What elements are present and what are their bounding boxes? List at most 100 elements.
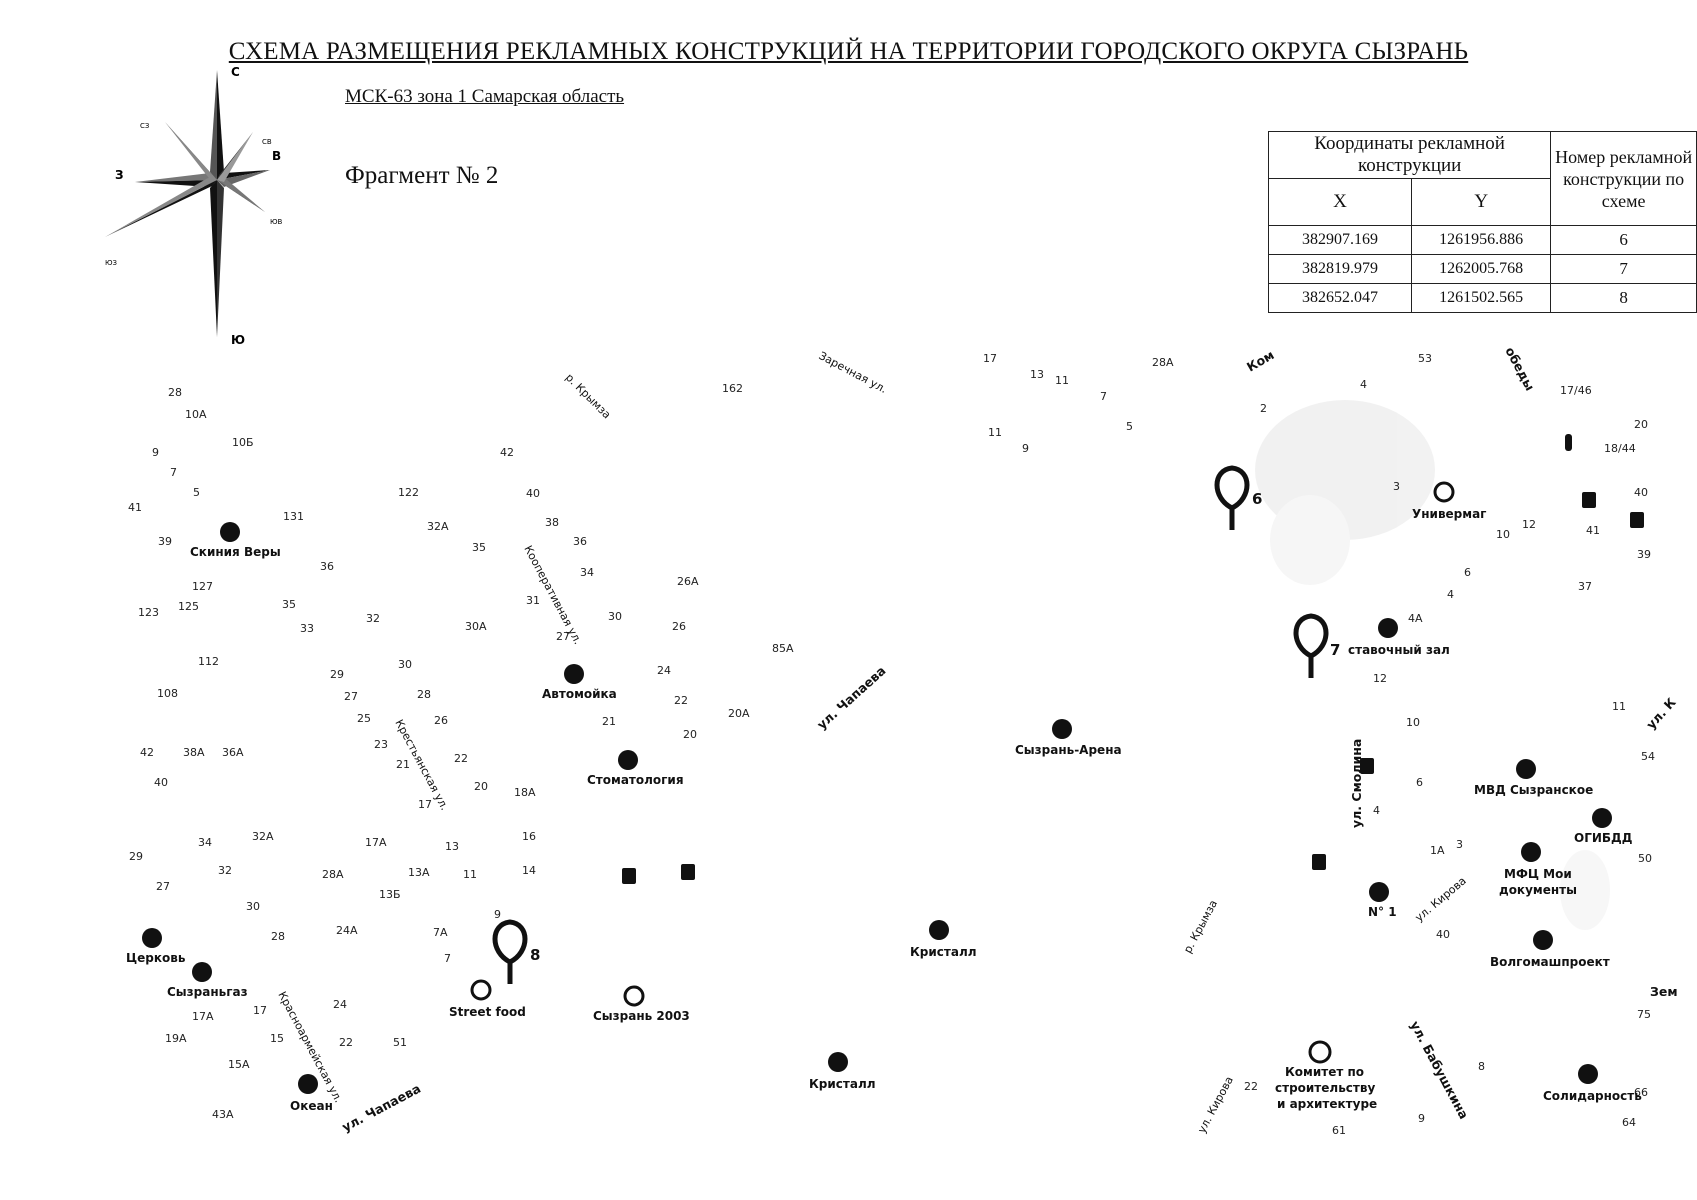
compass-rose-icon: С Ю З В СЗ СВ ЮВ ЮЗ [105,65,283,347]
house-number: 8 [1478,1060,1485,1073]
map-shading [1255,400,1610,930]
compass-se: ЮВ [270,218,283,226]
table-cell-number: 8 [1550,283,1697,313]
ad-marker-7[interactable]: 7 [1293,613,1340,678]
house-number: 127 [192,580,213,593]
house-number: 38 [545,516,559,529]
house-number: 30 [246,900,260,913]
house-number: 6 [1464,566,1471,579]
compass-n: С [231,65,240,79]
police-icon [1516,759,1536,779]
house-number: 13А [408,866,430,879]
street-krymza: р. Крымза [563,371,613,421]
poi-street-food: Street food [449,1005,526,1019]
street-kirova: ул. Кирова [1413,874,1469,924]
house-number: 26 [434,714,448,727]
ad-marker-label: 8 [530,946,540,964]
house-number: 22 [674,694,688,707]
house-number: 30А [465,620,487,633]
bus-stop-icon [622,868,636,884]
house-number: 5 [1126,420,1133,433]
poi-solidarnost: Солидарность [1543,1089,1642,1103]
table-cell-x: 382652.047 [1267,283,1413,313]
house-number: 54 [1641,750,1655,763]
compass-ne: СВ [262,138,272,146]
police-icon [1592,808,1612,828]
house-number: 6 [1416,776,1423,789]
house-number: 9 [494,908,501,921]
house-number: 4А [1408,612,1423,625]
poi-okean: Океан [290,1099,333,1113]
bus-stop-icon [1582,492,1596,508]
house-number: 18А [514,786,536,799]
poi-komitet: Комитет по [1285,1065,1364,1079]
house-number: 27 [344,690,358,703]
car-wash-icon [564,664,584,684]
house-number: 28А [1152,356,1174,369]
house-number: 12 [1522,518,1536,531]
house-number: 10А [185,408,207,421]
house-number: 40 [1634,486,1648,499]
house-number: 41 [1586,524,1600,537]
street-ul-k: ул. К [1643,694,1679,732]
compass-e: В [272,149,281,163]
house-number: 123 [138,606,159,619]
house-number: 53 [1418,352,1432,365]
food-icon [470,979,492,1001]
house-number: 1А [1430,844,1445,857]
house-number: 20 [474,780,488,793]
fragment-label: Фрагмент № 2 [345,162,499,189]
house-number: 122 [398,486,419,499]
house-number: 33 [300,622,314,635]
ad-marker-8[interactable]: 8 [492,919,540,984]
house-number: 34 [198,836,212,849]
house-number: 29 [330,668,344,681]
house-number: 17 [253,1004,267,1017]
house-number: 23 [374,738,388,751]
street-krymza: р. Крымза [1181,898,1220,956]
house-number: 7 [1100,390,1107,403]
ad-marker-label: 7 [1330,641,1340,659]
museum-icon [1378,618,1398,638]
house-number: 27 [556,630,570,643]
poi-layer: Скиния Веры Автомойка Стоматология Церко… [126,481,1642,1113]
compass-sw: ЮЗ [105,259,118,267]
house-number: 13 [445,840,459,853]
street-smolina: ул. Смолина [1349,739,1364,828]
house-number: 25 [357,712,371,725]
bus-stop-icon [681,864,695,880]
house-number: 3 [1393,480,1400,493]
house-number: 32 [218,864,232,877]
house-number: 64 [1622,1116,1636,1129]
house-number: 24А [336,924,358,937]
house-number: 20 [1634,418,1648,431]
bus-stop-icon [1565,434,1572,451]
house-number: 13 [1030,368,1044,381]
ad-markers[interactable]: 6 7 8 [492,465,1340,984]
house-number: 19А [165,1032,187,1045]
house-number: 17А [192,1010,214,1023]
poi-n1: N° 1 [1368,905,1397,919]
house-number: 61 [1332,1124,1346,1137]
house-number: 12 [1373,672,1387,685]
house-number: 21 [396,758,410,771]
house-number: 27 [156,880,170,893]
house-number: 4 [1360,378,1367,391]
house-number: 2 [1260,402,1267,415]
house-number: 162 [722,382,743,395]
street-pobedy: обеды [1502,344,1537,393]
building-icon [192,962,212,982]
school-icon [1369,882,1389,902]
shop-icon [623,985,645,1007]
house-number: 20 [683,728,697,741]
house-number: 34 [580,566,594,579]
house-number: 26А [677,575,699,588]
street-zarechnaya: Заречная ул. [817,349,889,396]
house-number: 24 [657,664,671,677]
ad-marker-6[interactable]: 6 [1214,465,1262,530]
bus-stop-icons [622,434,1644,884]
compass-nw: СЗ [140,122,150,130]
house-number: 9 [1022,442,1029,455]
house-number: 108 [157,687,178,700]
